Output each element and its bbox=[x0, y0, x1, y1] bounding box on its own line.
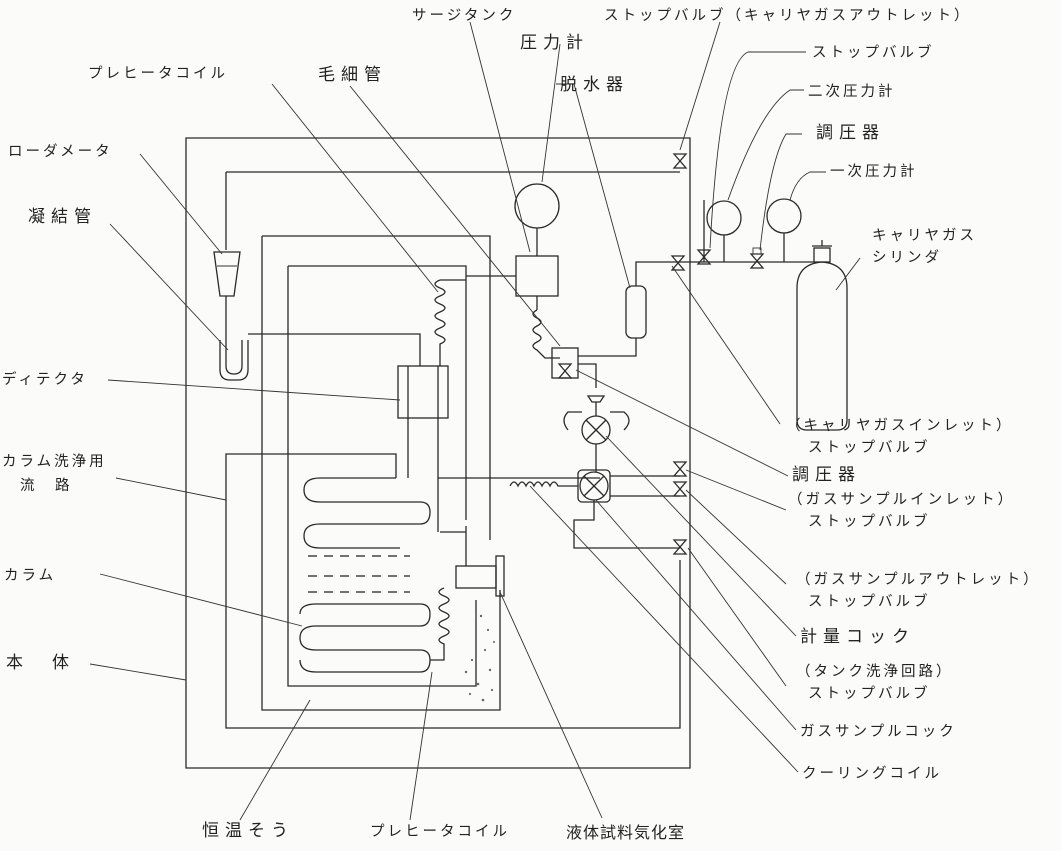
thermostat-oven bbox=[261, 235, 501, 711]
stop-valve-gas-sample-outlet bbox=[672, 481, 688, 497]
detector-to-column bbox=[407, 418, 600, 479]
column bbox=[299, 477, 439, 673]
label-flow-meter: ローダメータ bbox=[8, 143, 113, 160]
preheater-coil-bottom bbox=[430, 587, 450, 661]
label-gas-sample-inlet-1: （ガスサンプルインレット） bbox=[788, 491, 1015, 508]
surge-tank bbox=[466, 255, 559, 310]
condenser-tube bbox=[219, 333, 421, 381]
pressure-gauge-main bbox=[514, 183, 560, 256]
label-carrier-inlet-1: （キャリヤガスインレット） bbox=[786, 417, 1014, 434]
detector bbox=[397, 365, 449, 419]
column-wash-path bbox=[225, 453, 681, 729]
label-metering-cock: 計量コック bbox=[800, 627, 915, 647]
leader-lines bbox=[89, 21, 861, 821]
secondary-pressure-gauge bbox=[706, 200, 742, 262]
regulator-coil bbox=[532, 309, 560, 359]
label-detector: ディテクタ bbox=[2, 370, 88, 388]
label-body: 本 体 bbox=[6, 653, 75, 673]
label-regulator-mid: 調圧器 bbox=[792, 465, 861, 485]
label-liquid-vaporizer: 液体試料気化室 bbox=[566, 823, 685, 842]
label-gas-sample-outlet-2: ストップバルブ bbox=[808, 592, 931, 610]
cooling-coil bbox=[509, 481, 578, 488]
regulator-valve-top bbox=[749, 247, 765, 269]
label-carrier-gas: キャリヤガス bbox=[872, 227, 977, 244]
stop-valve-carrier-outlet bbox=[696, 249, 712, 265]
label-column-wash-1: カラム洗浄用 bbox=[2, 453, 107, 470]
metering-cock bbox=[563, 395, 630, 472]
primary-pressure-gauge bbox=[766, 198, 802, 262]
stop-valve-tank-wash bbox=[672, 539, 688, 555]
label-condenser: 凝結管 bbox=[28, 207, 97, 227]
label-thermostat: 恒温そう bbox=[202, 821, 294, 841]
label-primary-gauge: 一次圧力計 bbox=[830, 163, 918, 180]
flow-meter bbox=[213, 251, 241, 340]
label-stop-valve: ストップバルブ bbox=[812, 43, 935, 61]
stop-valve-carrier-inlet bbox=[670, 255, 686, 271]
label-secondary-gauge: 二次圧力計 bbox=[808, 83, 896, 100]
regulator-mid bbox=[551, 347, 579, 379]
label-gas-sample-inlet-2: ストップバルブ bbox=[808, 512, 931, 530]
label-tank-wash-2: ストップバルブ bbox=[808, 684, 931, 702]
gas-sample-lines bbox=[573, 475, 680, 549]
label-cylinder: シリンダ bbox=[872, 249, 942, 266]
stop-valve-gas-sample-inlet bbox=[672, 461, 688, 477]
label-dehydrator: 脱水器 bbox=[560, 75, 629, 95]
label-preheater-coil-bottom: プレヒータコイル bbox=[370, 823, 510, 840]
label-cooling-coil: クーリングコイル bbox=[802, 765, 942, 782]
label-column: カラム bbox=[4, 568, 56, 584]
label-stop-valve-carrier-outlet: ストップバルブ（キャリヤガスアウトレット） bbox=[604, 6, 972, 24]
carrier-gas-line bbox=[225, 171, 814, 286]
main-body-enclosure bbox=[185, 137, 691, 769]
label-carrier-inlet-2: ストップバルブ bbox=[808, 438, 931, 456]
preheater-coil-top bbox=[434, 279, 466, 366]
label-surge-tank: サージタンク bbox=[412, 7, 516, 24]
label-preheater-coil-top: プレヒータコイル bbox=[88, 65, 228, 82]
labels: サージタンク ストップバルブ（キャリヤガスアウトレット） 圧力計 ストップバルブ… bbox=[2, 6, 1041, 842]
label-capillary: 毛細管 bbox=[318, 65, 387, 85]
label-gas-sample-outlet-1: （ガスサンプルアウトレット） bbox=[796, 571, 1041, 588]
gas-sample-cock bbox=[577, 469, 611, 503]
stop-valve-top bbox=[672, 153, 688, 169]
label-column-wash-2: 流 路 bbox=[20, 477, 73, 494]
gas-cylinder bbox=[796, 240, 848, 431]
label-gas-sample-cock: ガスサンプルコック bbox=[800, 723, 957, 740]
label-regulator-top: 調圧器 bbox=[816, 123, 885, 143]
dehydrator bbox=[578, 285, 647, 357]
label-pressure-gauge: 圧力計 bbox=[520, 33, 589, 53]
label-tank-wash-1: （タンク洗浄回路） bbox=[796, 663, 954, 680]
liquid-vaporizer bbox=[440, 526, 505, 597]
